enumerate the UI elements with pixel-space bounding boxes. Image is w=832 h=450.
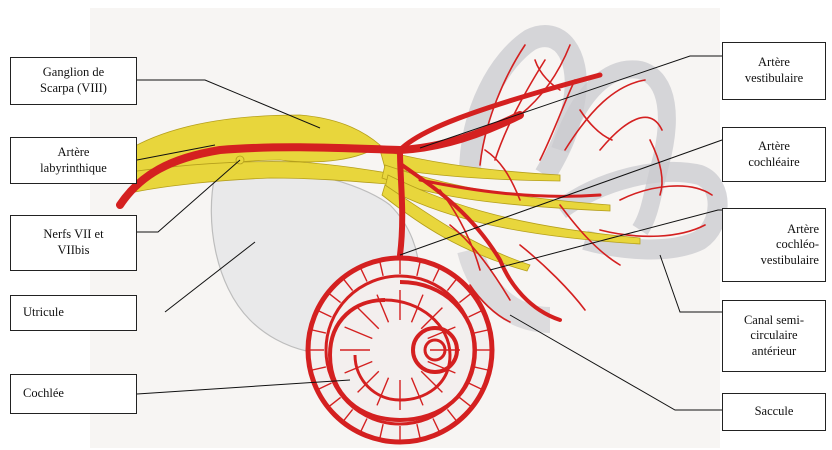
label-utricule-text: Utricule xyxy=(23,305,64,321)
label-canal-semi-circulaire-text: Canal semi- circulaire antérieur xyxy=(744,313,804,360)
label-cochlee: Cochlée xyxy=(10,374,137,414)
label-artere-labyrinthique-text: Artère labyrinthique xyxy=(40,145,107,176)
label-ganglion-scarpa-text: Ganglion de Scarpa (VIII) xyxy=(40,65,107,96)
label-cochlee-text: Cochlée xyxy=(23,386,64,402)
label-nerfs-text: Nerfs VII et VIIbis xyxy=(43,227,103,258)
label-artere-cochleaire-text: Artère cochléaire xyxy=(748,139,799,170)
label-saccule: Saccule xyxy=(722,393,826,431)
label-artere-cochleaire: Artère cochléaire xyxy=(722,127,826,182)
label-saccule-text: Saccule xyxy=(755,404,794,420)
label-artere-vestibulaire: Artère vestibulaire xyxy=(722,42,826,100)
label-artere-cochleo-vestibulaire: Artère cochléo- vestibulaire xyxy=(722,208,826,282)
label-canal-semi-circulaire: Canal semi- circulaire antérieur xyxy=(722,300,826,372)
cochlea xyxy=(308,258,492,442)
label-artere-cochleo-vestibulaire-text: Artère cochléo- vestibulaire xyxy=(761,222,819,269)
label-artere-vestibulaire-text: Artère vestibulaire xyxy=(745,55,803,86)
label-artere-labyrinthique: Artère labyrinthique xyxy=(10,137,137,184)
label-nerfs: Nerfs VII et VIIbis xyxy=(10,215,137,271)
label-ganglion-scarpa: Ganglion de Scarpa (VIII) xyxy=(10,57,137,105)
label-utricule: Utricule xyxy=(10,295,137,331)
